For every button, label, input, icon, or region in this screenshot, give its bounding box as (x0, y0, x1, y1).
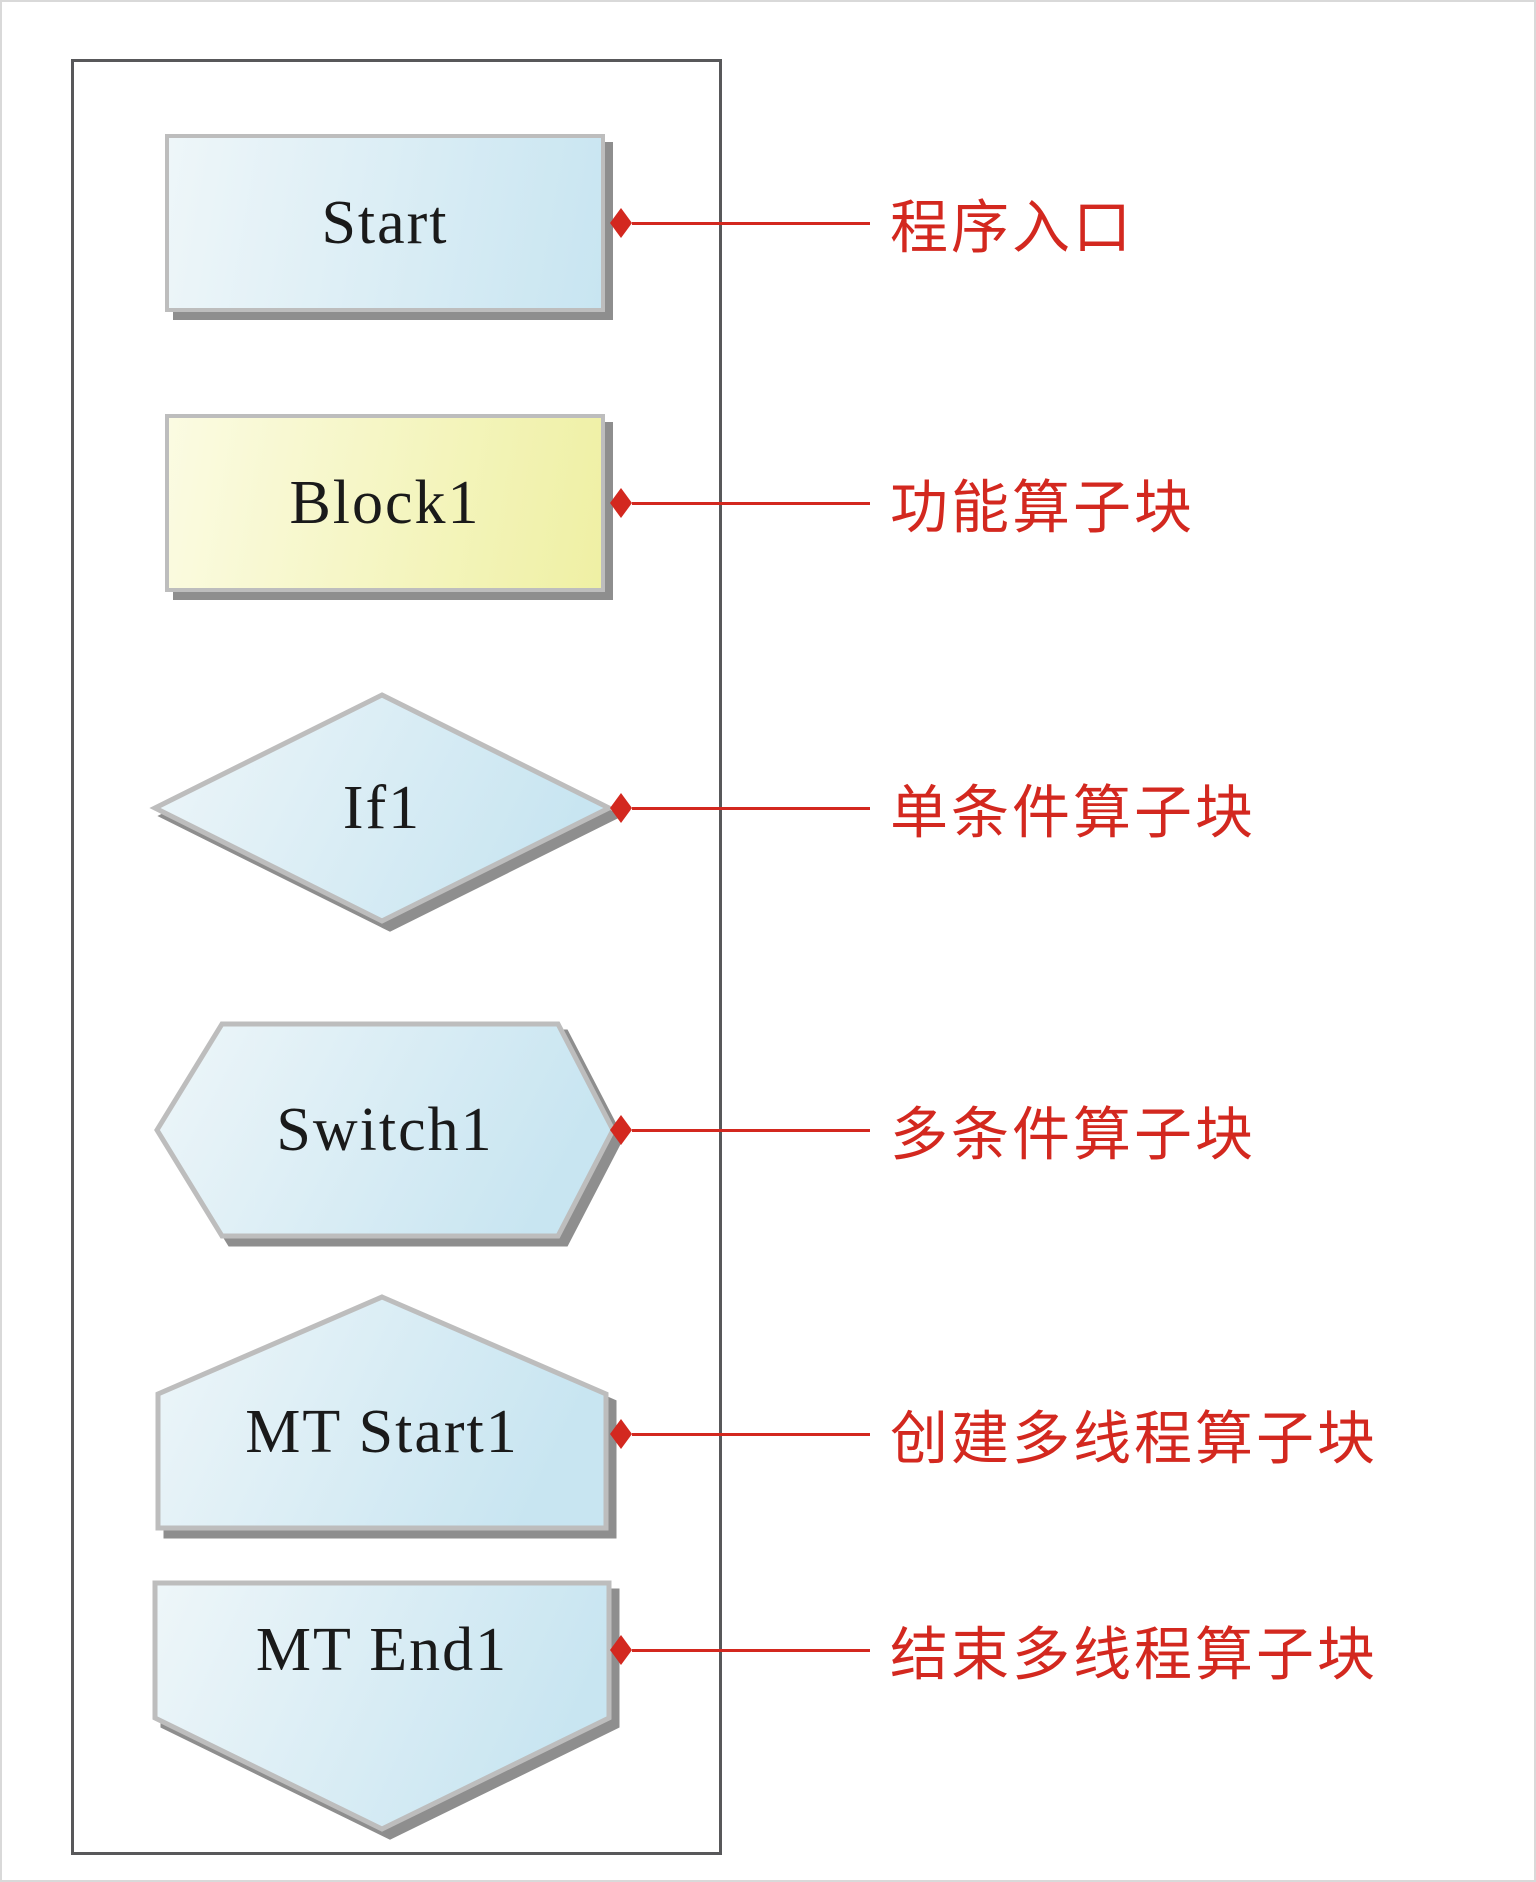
shape-mt-end1-pentagon (152, 1580, 612, 1832)
connector-line (632, 807, 870, 810)
shape-block1-label: Block1 (289, 468, 481, 537)
red-diamond-icon (610, 1419, 632, 1449)
shape-block1-rect: Block1 (165, 414, 605, 592)
shape-mt-start1-pentagon (155, 1294, 609, 1531)
red-diamond-icon (610, 793, 632, 823)
annotation-end-multithread-block: 结束多线程算子块 (890, 1620, 1379, 1689)
shape-if1-diamond (149, 692, 615, 924)
red-diamond-icon (610, 1115, 632, 1145)
connector-line (632, 1649, 870, 1652)
annotation-single-condition-block: 单条件算子块 (890, 778, 1257, 847)
flow-container-frame (71, 59, 722, 1855)
connector-line (632, 502, 870, 505)
annotation-function-block: 功能算子块 (890, 473, 1196, 542)
shape-start-label: Start (321, 188, 449, 257)
red-diamond-icon (610, 1635, 632, 1665)
connector-line (632, 222, 870, 225)
shape-switch1-hexagon (154, 1021, 616, 1239)
red-diamond-icon (610, 488, 632, 518)
annotation-program-entry: 程序入口 (890, 193, 1135, 262)
annotation-create-multithread-block: 创建多线程算子块 (890, 1404, 1379, 1473)
annotation-multi-condition-block: 多条件算子块 (890, 1100, 1257, 1169)
connector-line (632, 1129, 870, 1132)
shape-start-rect: Start (165, 134, 605, 312)
red-diamond-icon (610, 208, 632, 238)
connector-line (632, 1433, 870, 1436)
